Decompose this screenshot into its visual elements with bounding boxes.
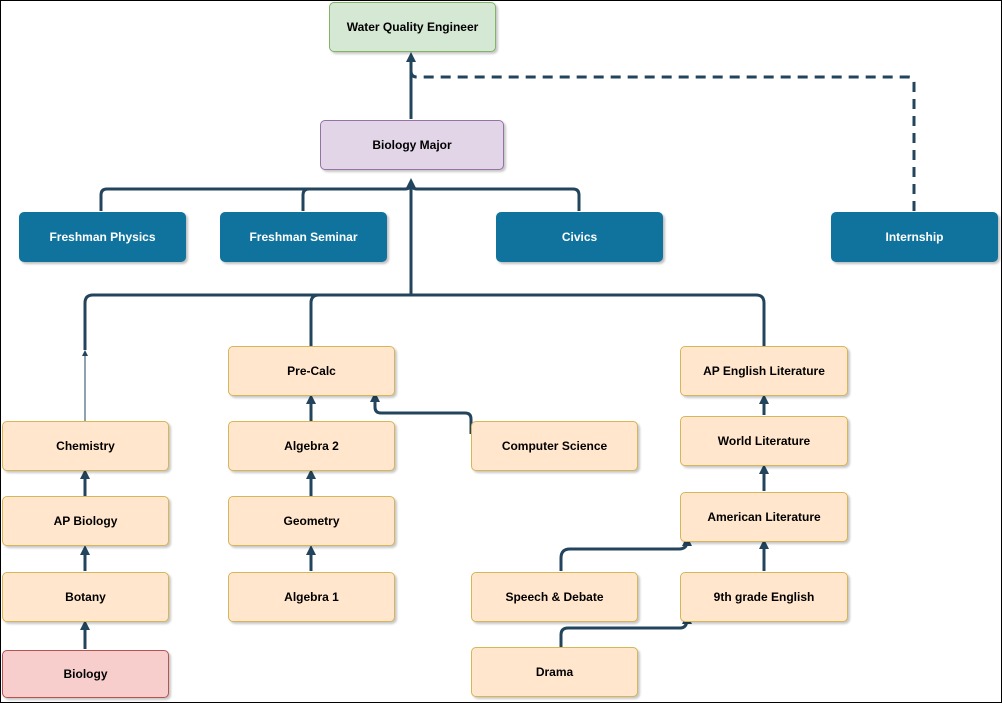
- node-american-literature[interactable]: American Literature: [680, 492, 848, 542]
- node-biology[interactable]: Biology: [2, 650, 169, 698]
- edge-internship-to-engineer: [409, 70, 916, 211]
- edge-chemistry-branch: [83, 293, 411, 350]
- node-ninth-grade-english[interactable]: 9th grade English: [680, 572, 848, 622]
- node-botany[interactable]: Botany: [2, 572, 169, 622]
- edge-civics-to-major: [409, 182, 581, 211]
- edge-freshman-seminar-to-major: [301, 187, 310, 211]
- node-computer-science[interactable]: Computer Science: [471, 421, 638, 471]
- node-freshman-physics[interactable]: Freshman Physics: [19, 212, 186, 262]
- node-civics[interactable]: Civics: [496, 212, 663, 262]
- node-freshman-seminar[interactable]: Freshman Seminar: [220, 212, 387, 262]
- edge-freshman-physics-to-major: [99, 182, 413, 211]
- node-ap-english-literature[interactable]: AP English Literature: [680, 346, 848, 396]
- node-drama[interactable]: Drama: [471, 647, 638, 697]
- node-biology-major[interactable]: Biology Major: [320, 120, 504, 170]
- node-speech-debate[interactable]: Speech & Debate: [471, 572, 638, 622]
- node-chemistry[interactable]: Chemistry: [2, 421, 169, 471]
- node-internship[interactable]: Internship: [831, 212, 998, 262]
- edge-ap-english-branch: [411, 293, 766, 346]
- node-ap-biology[interactable]: AP Biology: [2, 496, 169, 546]
- node-algebra-2[interactable]: Algebra 2: [228, 421, 395, 471]
- edge-precalc-branch: [309, 293, 320, 346]
- edge-speech-to-american-lit: [559, 536, 692, 571]
- edge-computer-science-to-precalc: [370, 392, 473, 434]
- node-water-quality-engineer[interactable]: Water Quality Engineer: [329, 2, 496, 52]
- node-world-literature[interactable]: World Literature: [680, 416, 848, 466]
- node-algebra-1[interactable]: Algebra 1: [228, 572, 395, 622]
- node-pre-calc[interactable]: Pre-Calc: [228, 346, 395, 396]
- edge-drama-to-ninth-english: [559, 614, 692, 647]
- node-geometry[interactable]: Geometry: [228, 496, 395, 546]
